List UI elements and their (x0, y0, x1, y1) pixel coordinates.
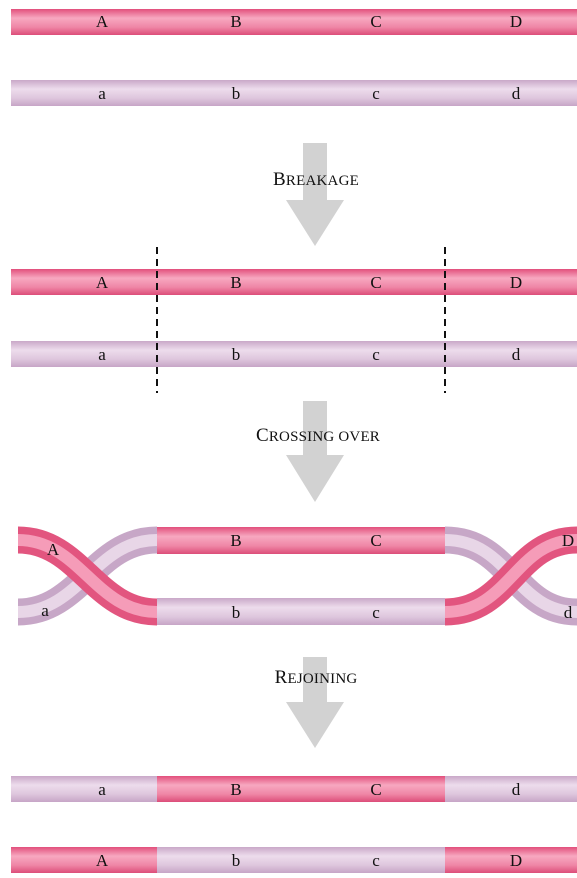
gene-label: c (372, 345, 380, 364)
step-label-rejoining: REJOINING (275, 667, 358, 688)
gene-label: B (230, 273, 241, 292)
gene-label: D (562, 531, 574, 550)
gene-label: c (372, 851, 380, 870)
recombinant-chromosome-2-right (445, 847, 577, 873)
gene-label: C (370, 273, 381, 292)
gene-label: d (512, 345, 521, 364)
recombinant-chromosome-2-middle (157, 847, 445, 873)
gene-label: A (96, 12, 109, 31)
step-label-crossing-over: CROSSING OVER (256, 425, 380, 446)
maternal-chromosome (11, 269, 577, 295)
step-label-breakage: BREAKAGE (273, 169, 359, 190)
gene-label: b (232, 603, 241, 622)
gene-label: d (512, 84, 521, 103)
down-arrow-icon (286, 143, 344, 246)
gene-label: C (370, 531, 381, 550)
gene-label: D (510, 12, 522, 31)
gene-label: B (230, 780, 241, 799)
gene-label: D (510, 851, 522, 870)
gene-label: A (47, 540, 60, 559)
gene-label: C (370, 780, 381, 799)
stage-breakage: A B C D a b c d (11, 247, 577, 393)
gene-label: a (41, 601, 49, 620)
recombinant-chromosome-1-left (11, 776, 157, 802)
gene-label: c (372, 84, 380, 103)
gene-label: b (232, 851, 241, 870)
gene-label: A (96, 273, 109, 292)
gene-label: a (98, 84, 106, 103)
gene-label: B (230, 12, 241, 31)
maternal-middle-segment (157, 527, 445, 554)
down-arrow-icon (286, 657, 344, 748)
gene-label: B (230, 531, 241, 550)
paternal-chromosome (11, 341, 577, 367)
down-arrow-icon (286, 401, 344, 502)
stage-initial: A B C D a b c d (11, 9, 577, 106)
gene-label: C (370, 12, 381, 31)
stage-rejoined: a B C d A b c D (11, 776, 577, 873)
gene-label: a (98, 345, 106, 364)
gene-label: b (232, 84, 241, 103)
gene-label: b (232, 345, 241, 364)
paternal-middle-segment (157, 598, 445, 625)
recombinant-chromosome-1-right (445, 776, 577, 802)
recombinant-chromosome-2-left (11, 847, 157, 873)
gene-label: d (564, 603, 573, 622)
gene-label: D (510, 273, 522, 292)
gene-label: A (96, 851, 109, 870)
maternal-chromosome (11, 9, 577, 35)
paternal-chromosome (11, 80, 577, 106)
stage-crossing-over: A B C D a b c d (17, 526, 577, 626)
gene-label: c (372, 603, 380, 622)
gene-label: d (512, 780, 521, 799)
gene-label: a (98, 780, 106, 799)
recombinant-chromosome-1-middle (157, 776, 445, 802)
